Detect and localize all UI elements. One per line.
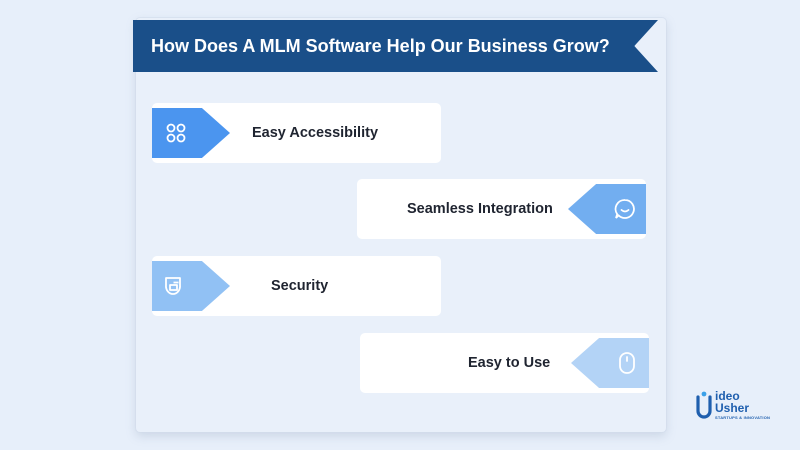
feature-label: Easy Accessibility [252,125,379,141]
title-banner: How Does A MLM Software Help Our Busines… [133,20,658,72]
logo-mark-icon [696,391,712,419]
shield-icon [165,277,181,295]
logo-text-top: ideo [715,389,740,403]
feature-label: Seamless Integration [407,201,553,217]
apps-grid-icon [166,123,186,143]
feature-label: Easy to Use [468,355,551,371]
logo-tagline: STARTUPS & INNOVATION [715,415,771,420]
mouse-icon [619,352,635,374]
feature-label: Security [271,278,329,294]
page-title: How Does A MLM Software Help Our Busines… [151,35,610,56]
logo-text-bottom: Usher [715,401,750,415]
chat-bubble-icon [614,199,635,219]
idea-usher-logo: ideo Usher STARTUPS & INNOVATION [695,389,775,423]
